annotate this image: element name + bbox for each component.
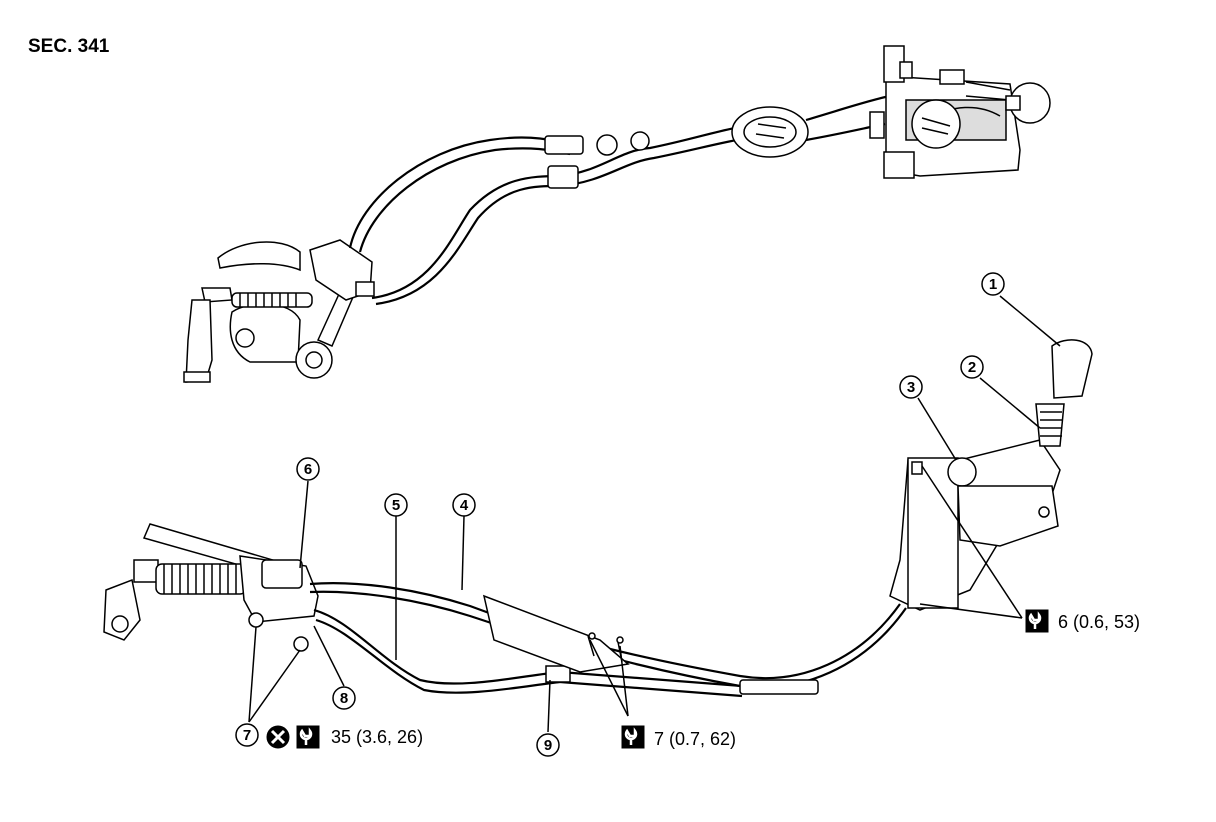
callout-number: 1: [989, 276, 997, 293]
callout-number: 3: [907, 379, 915, 396]
torque-wrench-icon: [296, 725, 320, 749]
do-not-reuse-icon: [266, 725, 290, 749]
callout-3: 3: [899, 375, 923, 399]
callout-6: 6: [296, 457, 320, 481]
callout-number: 7: [243, 727, 251, 744]
section-label: SEC. 341: [28, 36, 110, 57]
callout-2: 2: [960, 355, 984, 379]
callout-number: 6: [304, 461, 312, 478]
callout-number: 2: [968, 359, 976, 376]
callout-4: 4: [452, 493, 476, 517]
callout-number: 8: [340, 690, 348, 707]
torque-wrench-icon: [621, 725, 645, 749]
callout-number: 9: [544, 737, 552, 754]
callout-9: 9: [536, 733, 560, 757]
callout-1: 1: [981, 272, 1005, 296]
lower-assembly: [103, 339, 1093, 698]
leader-lines: [248, 295, 1061, 733]
torque-spec-transaxle-nuts: 35 (3.6, 26): [331, 727, 424, 747]
torque-spec-bracket-bolts: 7 (0.7, 62): [654, 729, 737, 749]
callout-number: 5: [392, 497, 400, 514]
callout-5: 5: [384, 493, 408, 517]
upper-assembly: [183, 45, 1051, 383]
callout-8: 8: [332, 686, 356, 710]
torque-wrench-icon: [1025, 609, 1049, 633]
torque-spec-shift-lever-bolts: 6 (0.6, 53): [1058, 612, 1141, 632]
callout-7: 7: [235, 723, 259, 747]
callout-number: 4: [460, 497, 469, 514]
